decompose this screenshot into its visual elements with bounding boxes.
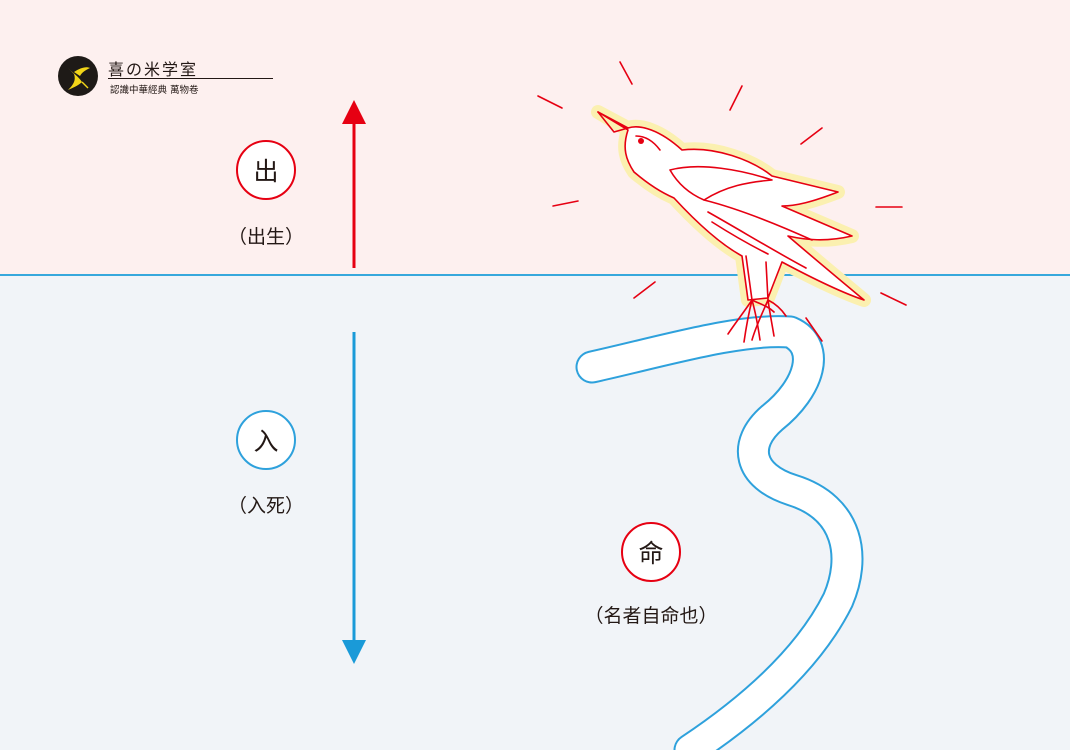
brand-subtitle: 認識中華經典 萬物卷 bbox=[110, 85, 199, 96]
in-badge: 入 bbox=[236, 410, 296, 470]
winding-path bbox=[575, 315, 864, 750]
life-badge: 命 bbox=[621, 522, 681, 582]
out-caption: （出生） bbox=[227, 226, 304, 248]
upper-region bbox=[0, 0, 1070, 275]
down-arrow bbox=[342, 332, 366, 664]
bird-emblem-icon bbox=[68, 67, 90, 90]
out-badge: 出 bbox=[236, 140, 296, 200]
in-caption: （入死） bbox=[227, 495, 304, 517]
brand-divider bbox=[108, 78, 273, 79]
horizon-line bbox=[0, 274, 1070, 276]
radiance-lines bbox=[537, 61, 907, 342]
lower-region bbox=[0, 275, 1070, 750]
brand-title: 喜の米学室 bbox=[108, 60, 199, 79]
crowing-bird bbox=[591, 105, 871, 343]
up-arrow bbox=[342, 100, 366, 268]
life-caption: （名者自命也） bbox=[584, 605, 718, 627]
brand-logo: 喜の米学室 認識中華經典 萬物卷 bbox=[58, 56, 273, 100]
logo-emblem bbox=[58, 56, 98, 96]
